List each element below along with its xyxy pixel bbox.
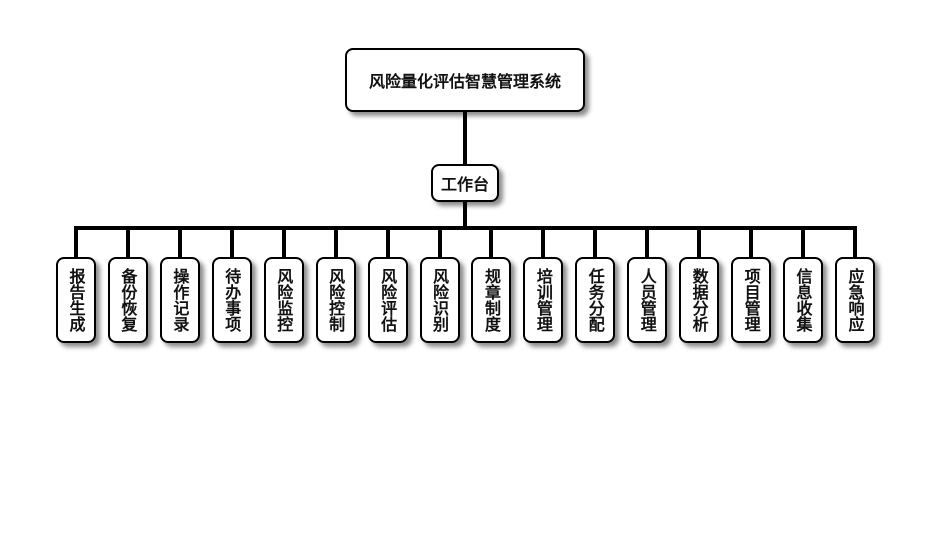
connector-workbench-down (463, 202, 467, 228)
connector-drop (749, 226, 754, 259)
module-node-label: 人员管理 (637, 268, 657, 332)
workbench-node[interactable]: 工作台 (431, 164, 499, 202)
module-node-label: 项目管理 (741, 268, 761, 332)
connector-drop (125, 226, 130, 259)
module-node-label: 备份恢复 (118, 268, 138, 332)
module-node[interactable]: 报告生成 (56, 257, 96, 343)
root-node-label: 风险量化评估智慧管理系统 (368, 72, 561, 91)
connector-drop (697, 226, 702, 259)
module-node-label: 培训管理 (533, 268, 553, 332)
root-node[interactable]: 风险量化评估智慧管理系统 (345, 48, 585, 112)
module-node-label: 任务分配 (585, 268, 605, 332)
module-node[interactable]: 任务分配 (575, 257, 616, 343)
connector-drop (177, 226, 182, 259)
module-node-label: 风险控制 (326, 268, 346, 332)
module-node-label: 风险评估 (378, 268, 398, 332)
module-node[interactable]: 操作记录 (159, 257, 200, 343)
module-node-label: 规章制度 (481, 268, 501, 332)
module-node-label: 信息收集 (793, 268, 813, 332)
module-node-label: 操作记录 (170, 268, 190, 332)
module-node[interactable]: 应急响应 (834, 257, 875, 343)
module-node[interactable]: 数据分析 (679, 257, 720, 343)
module-node[interactable]: 风险控制 (315, 257, 356, 343)
connector-drop (74, 226, 78, 259)
module-node[interactable]: 备份恢复 (107, 257, 148, 343)
module-node-label: 风险监控 (274, 268, 294, 332)
connector-drop (801, 226, 806, 259)
connector-horizontal-bus (74, 226, 856, 230)
module-node[interactable]: 规章制度 (471, 257, 512, 343)
connector-drop (333, 226, 338, 259)
module-node-label: 待办事项 (222, 268, 242, 332)
connector-drop (229, 226, 234, 259)
module-node[interactable]: 待办事项 (211, 257, 252, 343)
module-node[interactable]: 风险评估 (367, 257, 408, 343)
connector-drop (437, 226, 442, 259)
module-node[interactable]: 风险监控 (263, 257, 304, 343)
module-node[interactable]: 培训管理 (523, 257, 564, 343)
connector-drop (645, 226, 650, 259)
module-node-label: 报告生成 (66, 268, 86, 332)
workbench-node-label: 工作台 (440, 175, 489, 194)
connector-drop (281, 226, 286, 259)
connector-drop (593, 226, 598, 259)
module-node[interactable]: 人员管理 (627, 257, 668, 343)
module-node-label: 应急响应 (845, 268, 865, 332)
connector-drop (852, 226, 857, 259)
module-node-label: 数据分析 (689, 268, 709, 332)
module-node-label: 风险识别 (430, 268, 449, 332)
module-node[interactable]: 风险识别 (419, 257, 460, 343)
connector-drop (541, 226, 546, 259)
connector-drop (385, 226, 390, 259)
connector-drop (489, 226, 494, 259)
module-node[interactable]: 项目管理 (731, 257, 772, 343)
connector-root-to-workbench (463, 112, 467, 164)
module-node[interactable]: 信息收集 (783, 257, 824, 343)
